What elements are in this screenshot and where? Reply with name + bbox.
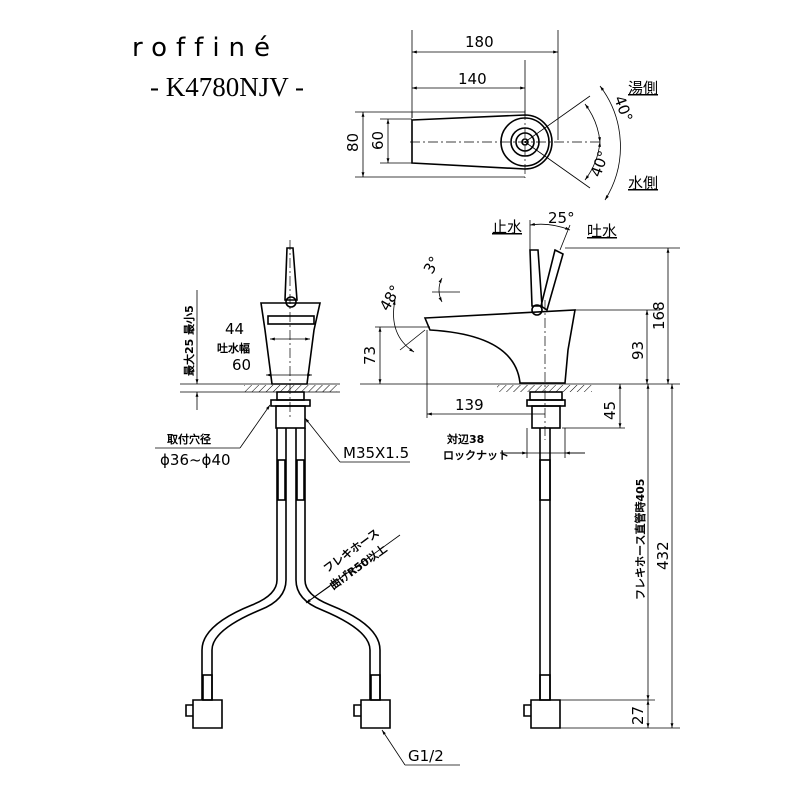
- dim-60: 60: [369, 131, 387, 150]
- dim-45: 45: [601, 401, 619, 420]
- outlet-width-label: 吐水幅: [217, 341, 250, 355]
- label-stop: 止水: [492, 218, 522, 236]
- angle-cold: 40°: [587, 148, 613, 179]
- label-hot-side: 湯側: [628, 79, 658, 97]
- angle-48: 48°: [376, 282, 405, 314]
- brand-logo: roffiné: [132, 33, 279, 63]
- side-view: 73 139 48° 3° 25° 止水 吐水 168 93 45 対辺38 ロ…: [360, 209, 680, 729]
- dim-168: 168: [650, 301, 668, 330]
- dim-44: 44: [225, 320, 244, 338]
- model-number: - K4780NJV -: [150, 72, 304, 102]
- dim-180: 180: [465, 33, 494, 51]
- counter-thickness: 最大25 最小5: [182, 305, 196, 376]
- top-view: 180 140 80 60 40° 40° 湯側 水側: [344, 30, 658, 201]
- hose-length: フレキホース直管時405: [633, 479, 647, 600]
- angle-25: 25°: [548, 209, 575, 227]
- nut-size: 対辺38: [446, 432, 484, 446]
- dim-432: 432: [654, 541, 672, 570]
- dim-60-front: 60: [232, 356, 251, 374]
- angle-3: 3°: [420, 253, 444, 277]
- thread-size: M35X1.5: [343, 444, 409, 462]
- hole-label: 取付穴径: [167, 432, 211, 446]
- dim-80: 80: [344, 133, 362, 152]
- label-cold-side: 水側: [628, 174, 658, 192]
- dim-139: 139: [455, 396, 484, 414]
- connection-size: G1/2: [408, 747, 444, 765]
- dim-140: 140: [458, 70, 487, 88]
- dim-73: 73: [361, 346, 379, 365]
- lock-nut-label: ロックナット: [443, 449, 509, 462]
- front-view: 最大25 最小5 44 吐水幅 60 取付穴径 ϕ36~ϕ40 M35X1.5 …: [155, 240, 460, 766]
- label-flow: 吐水: [587, 222, 617, 240]
- dim-93: 93: [629, 341, 647, 360]
- hole-size: ϕ36~ϕ40: [160, 451, 231, 469]
- angle-hot: 40°: [610, 93, 636, 124]
- dim-27: 27: [629, 706, 647, 725]
